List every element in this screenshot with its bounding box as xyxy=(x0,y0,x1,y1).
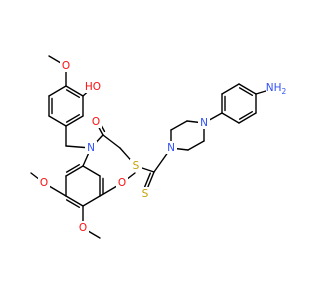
double-bond-t3-t4 xyxy=(65,199,81,209)
methoxy-top-oxygen-label: O xyxy=(62,60,70,72)
double-bond-v2-v3 xyxy=(65,89,81,99)
methoxy-right-oxygen-label: O xyxy=(118,177,126,189)
methoxy-left-oxygen-label: O xyxy=(40,177,48,189)
bond-v2-v3 xyxy=(65,85,84,97)
amide-nitrogen-label: N xyxy=(87,142,95,154)
bond-pc-pd xyxy=(187,140,205,151)
bond-v4-v5 xyxy=(65,115,84,127)
double-bond-t1-t2 xyxy=(65,163,81,173)
bond-co-ch2b xyxy=(102,134,121,149)
bond-t3-t4 xyxy=(65,195,84,207)
piperazine-n1-label: N xyxy=(167,142,175,154)
bond-t1-t2 xyxy=(65,165,84,177)
thioether-sulfur-label: S xyxy=(133,160,140,172)
bond-v1-v2 xyxy=(48,85,67,97)
double-bond-v4-v5 xyxy=(65,113,81,123)
bond-a6-a1 xyxy=(221,112,240,124)
piperazine-n4-label: N xyxy=(200,117,208,129)
amine-label: NH2 xyxy=(266,82,287,96)
hydroxyl-label: HO xyxy=(85,81,101,93)
double-bond-a3-a4 xyxy=(238,87,254,97)
bond-t6-t1 xyxy=(82,165,101,177)
bond-a3-a4 xyxy=(238,83,257,95)
bond-pa-pb xyxy=(170,120,188,131)
bond-a5-a6 xyxy=(238,112,257,124)
bond-t4-t5 xyxy=(82,195,101,207)
atom-label-layer: O HO O N S S N N NH2 O O O xyxy=(38,59,290,234)
double-bond-a5-a6 xyxy=(238,110,254,120)
bond-v5-v6 xyxy=(48,115,67,127)
thione-sulfur-label: S xyxy=(142,188,149,200)
molecule-structure: O HO O N S S N N NH2 O O O xyxy=(30,55,290,239)
bond-a2-a3 xyxy=(221,83,240,95)
bond-layer xyxy=(30,55,277,239)
amide-oxygen-label: O xyxy=(92,116,100,128)
methoxy-bottom-oxygen-label: O xyxy=(79,222,87,234)
